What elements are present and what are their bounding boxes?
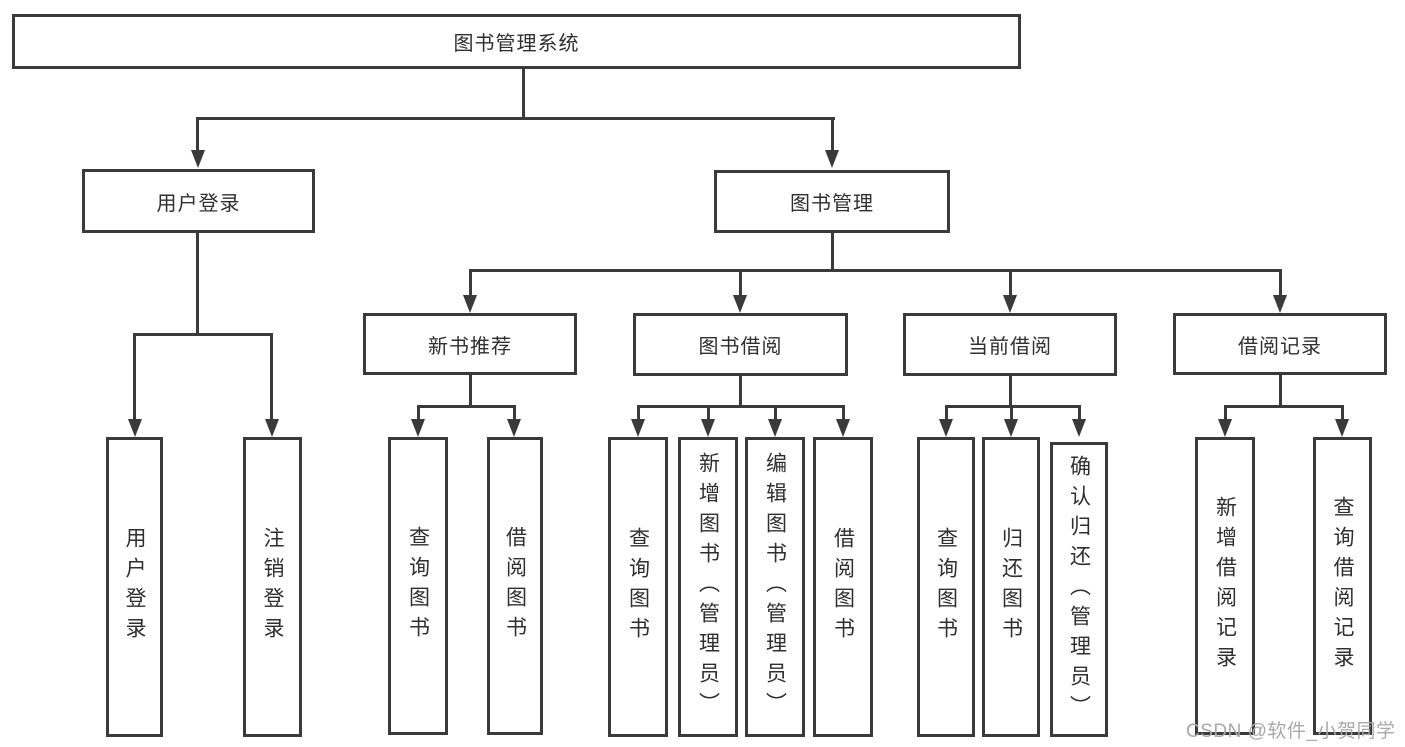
connector-hline [1224,405,1344,408]
arrowhead-down-icon [939,419,953,437]
node-leaf-edit-books-admin: 编辑图书（管理员） [745,437,805,737]
connector-vline [637,405,640,419]
arrowhead-down-icon [733,295,747,313]
connector-vline [1279,269,1282,295]
connector-vline [842,405,845,419]
node-borrowing-records: 借阅记录 [1173,313,1387,375]
connector-vline [196,233,199,335]
connector-vline [469,375,472,407]
connector-vline [707,405,710,419]
node-new-book-recommendation: 新书推荐 [363,313,577,375]
connector-vline [1009,269,1012,295]
node-library-management-system: 图书管理系统 [12,14,1021,69]
arrowhead-down-icon [701,419,715,437]
connector-vline [513,405,516,419]
node-leaf-logout: 注销登录 [243,437,302,737]
connector-vline [133,333,136,419]
arrowhead-down-icon [631,419,645,437]
connector-vline [739,376,742,407]
connector-vline [774,405,777,419]
node-leaf-query-books-current: 查询图书 [917,437,975,737]
connector-vline [469,269,472,295]
arrowhead-down-icon [1003,295,1017,313]
connector-vline [945,405,948,419]
arrowhead-down-icon [1004,419,1018,437]
arrowhead-down-icon [825,150,839,168]
connector-hline [133,333,273,336]
arrowhead-down-icon [836,419,850,437]
node-leaf-confirm-return-admin: 确认归还（管理员） [1050,442,1108,737]
arrowhead-down-icon [191,150,205,168]
node-leaf-borrow-books-recommend: 借阅图书 [487,437,543,735]
connector-hline [469,269,1282,272]
connector-hline [417,405,516,408]
connector-vline [417,405,420,419]
connector-vline [1009,376,1012,407]
connector-vline [1279,375,1282,407]
node-leaf-borrow-books: 借阅图书 [813,437,873,737]
node-current-borrowing: 当前借阅 [903,313,1117,376]
arrowhead-down-icon [128,419,142,437]
node-user-login: 用户登录 [82,169,315,233]
arrowhead-down-icon [463,295,477,313]
connector-vline [1341,405,1344,419]
connector-vline [1224,405,1227,419]
arrowhead-down-icon [1218,419,1232,437]
arrowhead-down-icon [1072,419,1086,437]
node-leaf-user-login: 用户登录 [106,437,163,737]
node-book-management: 图书管理 [714,170,950,233]
connector-vline [1078,405,1081,419]
arrowhead-down-icon [1273,295,1287,313]
node-leaf-query-books-recommend: 查询图书 [388,437,448,735]
node-leaf-return-books: 归还图书 [982,437,1040,737]
connector-vline [1010,405,1013,419]
arrowhead-down-icon [507,419,521,437]
connector-vline [739,269,742,295]
node-leaf-add-books-admin: 新增图书（管理员） [678,437,738,737]
connector-vline [270,333,273,419]
arrowhead-down-icon [768,419,782,437]
connector-hline [637,405,845,408]
connector-hline [196,117,835,120]
connector-vline [831,233,834,271]
arrowhead-down-icon [1335,419,1349,437]
connector-hline [945,405,1081,408]
arrowhead-down-icon [411,419,425,437]
connector-vline [831,117,834,151]
node-leaf-query-books-borrowing: 查询图书 [608,437,668,737]
connector-vline [522,68,525,119]
arrowhead-down-icon [265,419,279,437]
node-book-borrowing: 图书借阅 [633,313,848,376]
node-leaf-query-borrow-record: 查询借阅记录 [1313,437,1372,735]
connector-vline [196,117,199,151]
csdn-watermark: CSDN @软件_小贺同学 [1186,721,1396,742]
node-leaf-add-borrow-record: 新增借阅记录 [1195,437,1255,735]
